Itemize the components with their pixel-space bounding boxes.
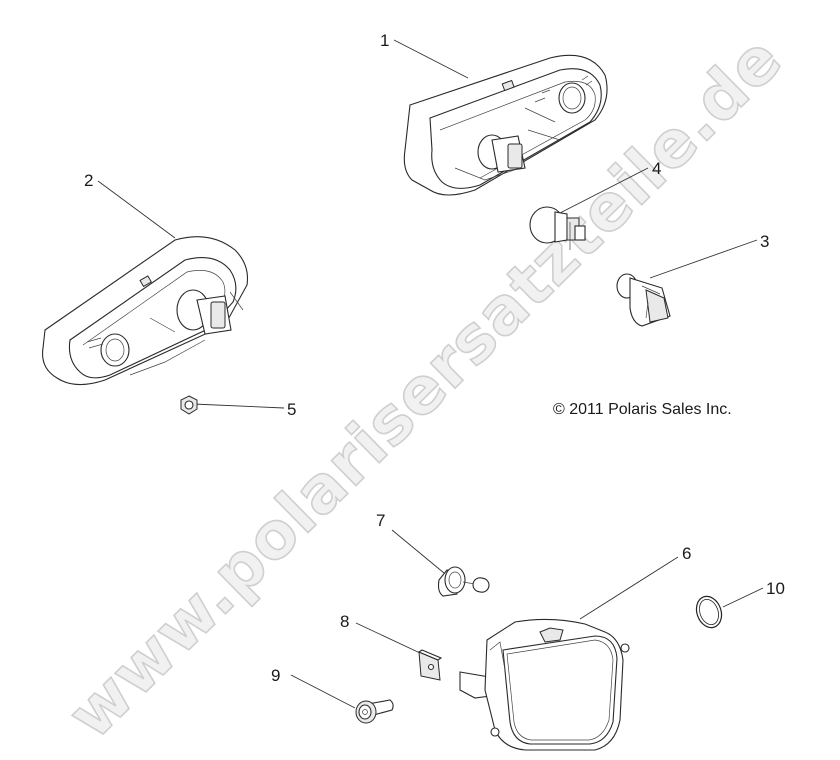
callout-8: 8 xyxy=(340,612,350,631)
part-8-clip[interactable] xyxy=(416,648,448,684)
part-6-headlight-assembly[interactable] xyxy=(455,610,645,755)
leader-5 xyxy=(192,403,285,409)
part-7-headlight-bulb[interactable] xyxy=(435,558,495,600)
callout-6: 6 xyxy=(682,544,692,563)
part-10-o-ring[interactable] xyxy=(692,592,728,632)
callout-3: 3 xyxy=(760,232,770,251)
callout-10: 10 xyxy=(766,579,785,598)
callout-2: 2 xyxy=(84,171,94,190)
part-9-screw[interactable] xyxy=(350,696,396,728)
callout-7: 7 xyxy=(376,511,386,530)
leader-8 xyxy=(355,622,421,654)
part-3-bulb-socket[interactable] xyxy=(612,268,682,330)
callout-4: 4 xyxy=(652,159,662,178)
copyright-notice: © 2011 Polaris Sales Inc. xyxy=(553,401,732,418)
callout-9: 9 xyxy=(271,666,281,685)
part-5-nut[interactable] xyxy=(178,394,200,416)
part-1-tail-light-right[interactable] xyxy=(400,40,620,200)
callout-5: 5 xyxy=(287,400,297,419)
part-4-bulb[interactable] xyxy=(525,200,595,260)
leader-10 xyxy=(722,587,764,608)
callout-1: 1 xyxy=(380,31,390,50)
part-2-tail-light-left[interactable] xyxy=(35,230,265,390)
leader-9 xyxy=(290,674,356,709)
